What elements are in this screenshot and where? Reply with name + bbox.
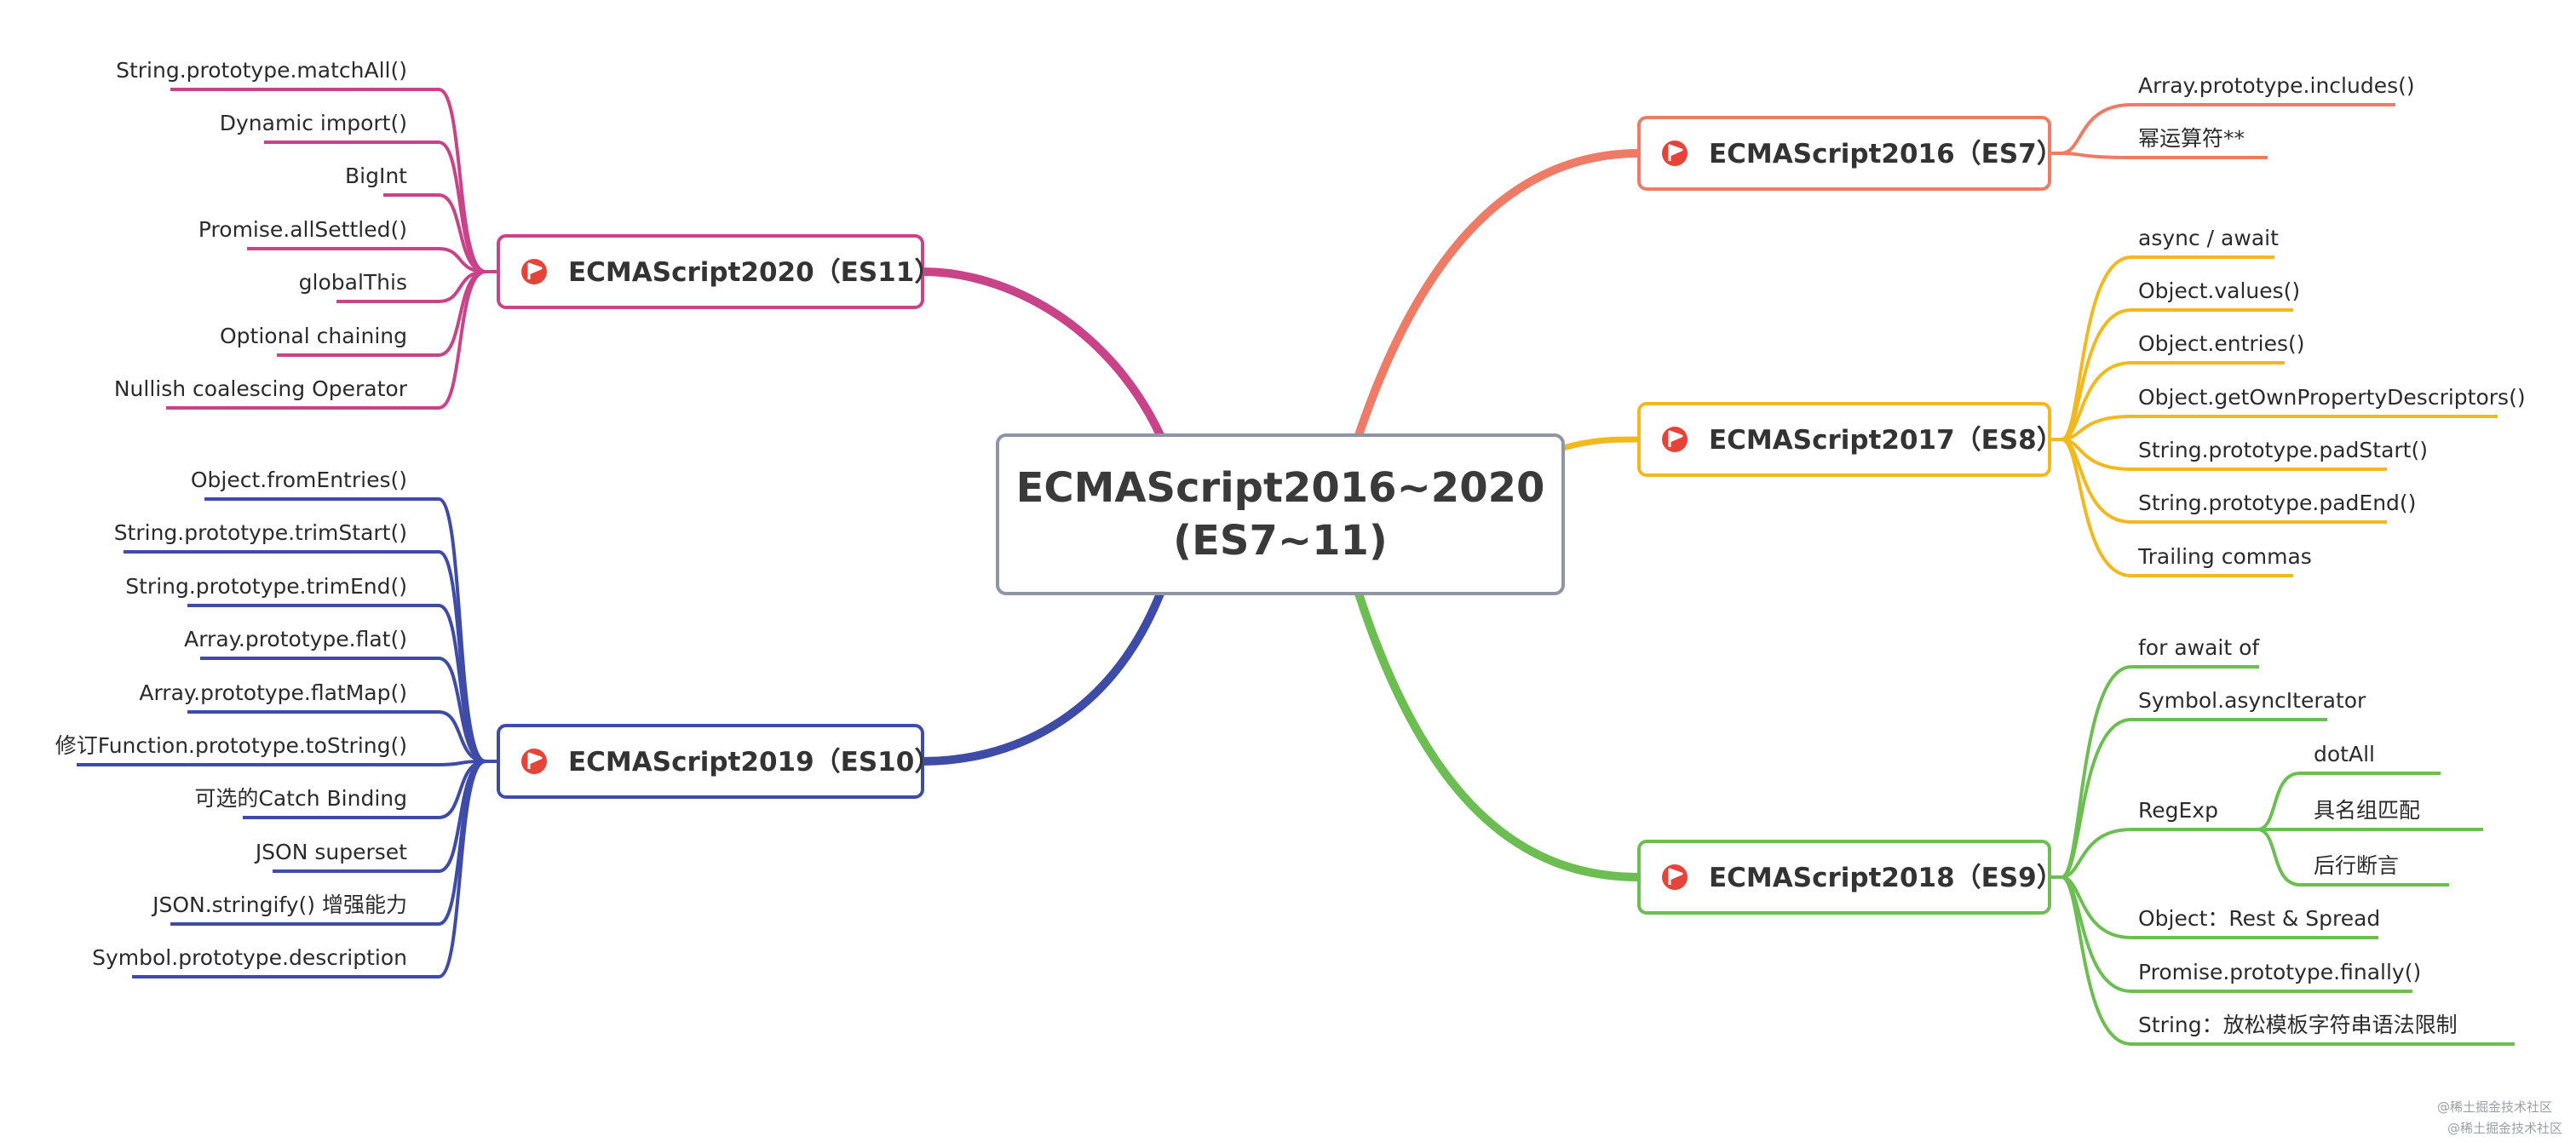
regexp-sub-item[interactable]: dotAll xyxy=(2314,742,2375,766)
branch-node-es11[interactable]: ECMAScript2020（ES11） xyxy=(497,234,940,309)
leaf-item-es11[interactable]: globalThis xyxy=(299,270,407,295)
leaf-item-es11[interactable]: String.prototype.matchAll() xyxy=(116,58,407,83)
leaf-item-es11[interactable]: Promise.allSettled() xyxy=(198,217,407,242)
leaf-item-es10[interactable]: 修订Function.prototype.toString() xyxy=(55,733,407,758)
leaf-item-es8[interactable]: async / await xyxy=(2138,226,2279,250)
watermark: @稀土掘金技术社区 @稀土掘金技术社区 xyxy=(2437,1099,2562,1136)
item-connector xyxy=(2050,415,2498,441)
leaf-item-es8[interactable]: Object.entries() xyxy=(2138,331,2305,356)
leaf-item-es10[interactable]: 可选的Catch Binding xyxy=(194,786,407,811)
regexp-sub-item[interactable]: 后行断言 xyxy=(2314,853,2399,878)
central-title-line1: ECMAScript2016~2020 xyxy=(1016,464,1545,512)
es9-trunk-connector xyxy=(1354,589,1643,881)
es8-trunk-connector xyxy=(1560,436,1642,451)
leaf-item-es8[interactable]: Object.getOwnPropertyDescriptors() xyxy=(2138,385,2526,410)
central-topic[interactable]: ECMAScript2016~2020 (ES7~11) xyxy=(996,433,1565,595)
branch-node-es10[interactable]: ECMAScript2019（ES10） xyxy=(497,724,940,799)
leaf-item-es10[interactable]: Object.fromEntries() xyxy=(191,468,407,492)
item-connector xyxy=(2050,718,2327,879)
item-connector xyxy=(2050,152,2268,159)
item-connector xyxy=(166,270,498,410)
flag-glyph xyxy=(1668,430,1683,447)
branch-nodes: ECMAScript2016（ES7） Array.prototype.inclu… xyxy=(55,58,2526,1037)
leaf-item-es10[interactable]: Symbol.prototype.description xyxy=(92,945,407,970)
sub-item-connector xyxy=(2242,828,2449,887)
leaf-item-es10[interactable]: JSON superset xyxy=(254,840,407,864)
flag-glyph xyxy=(1668,144,1683,161)
leaf-item-es10[interactable]: Array.prototype.flatMap() xyxy=(139,680,407,705)
branch-node-es8[interactable]: ECMAScript2017（ES8） xyxy=(1637,402,2063,477)
branch-label-es11: ECMAScript2020（ES11） xyxy=(568,257,940,288)
item-connector xyxy=(2050,308,2293,441)
branch-label-es7: ECMAScript2016（ES7） xyxy=(1709,139,2063,169)
leaf-item-es8[interactable]: String.prototype.padStart() xyxy=(2138,438,2428,462)
flag-glyph xyxy=(527,262,543,279)
item-connector xyxy=(77,760,498,766)
es7-trunk-connector xyxy=(1354,149,1643,439)
leaf-item-es9[interactable]: Object：Rest & Spread xyxy=(2138,906,2380,931)
item-connector xyxy=(132,760,498,978)
es10-trunk-connector xyxy=(918,589,1164,766)
leaf-item-es9[interactable]: Symbol.asyncIterator xyxy=(2138,688,2366,713)
central-title-line2: (ES7~11) xyxy=(1173,517,1388,565)
item-connector xyxy=(247,247,498,273)
leaf-item-es9[interactable]: RegExp xyxy=(2138,798,2218,823)
leaf-item-es11[interactable]: Optional chaining xyxy=(220,324,407,348)
connectors xyxy=(77,88,2515,1046)
branch-node-es9[interactable]: ECMAScript2018（ES9） xyxy=(1637,840,2063,915)
leaf-item-es8[interactable]: Object.values() xyxy=(2138,278,2300,303)
leaf-item-es11[interactable]: Dynamic import() xyxy=(220,111,407,135)
leaf-item-es7[interactable]: 幂运算符** xyxy=(2138,126,2245,151)
leaf-item-es11[interactable]: BigInt xyxy=(345,164,407,188)
branch-label-es8: ECMAScript2017（ES8） xyxy=(1709,425,2063,456)
branch-label-es9: ECMAScript2018（ES9） xyxy=(1709,863,2063,893)
leaf-item-es7[interactable]: Array.prototype.includes() xyxy=(2138,73,2415,98)
leaf-item-es10[interactable]: String.prototype.trimStart() xyxy=(114,520,407,545)
watermark-line1: @稀土掘金技术社区 xyxy=(2437,1099,2552,1115)
flag-glyph xyxy=(1668,868,1683,885)
leaf-item-es10[interactable]: Array.prototype.flat() xyxy=(184,627,407,651)
branch-label-es10: ECMAScript2019（ES10） xyxy=(568,747,940,778)
leaf-item-es10[interactable]: JSON.stringify() 增强能力 xyxy=(151,892,407,917)
item-connector xyxy=(2050,438,2293,577)
leaf-item-es9[interactable]: for await of xyxy=(2138,635,2260,660)
leaf-item-es8[interactable]: String.prototype.padEnd() xyxy=(2138,491,2416,515)
watermark-line2: @稀土掘金技术社区 xyxy=(2447,1121,2562,1136)
es11-trunk-connector xyxy=(918,267,1164,439)
leaf-item-es10[interactable]: String.prototype.trimEnd() xyxy=(125,574,407,599)
regexp-sub-item[interactable]: 具名组匹配 xyxy=(2314,798,2420,823)
leaf-item-es8[interactable]: Trailing commas xyxy=(2137,544,2312,569)
leaf-item-es9[interactable]: Promise.prototype.finally() xyxy=(2138,960,2421,984)
branch-node-es7[interactable]: ECMAScript2016（ES7） xyxy=(1637,116,2063,191)
item-connector xyxy=(2050,875,2515,1046)
flag-glyph xyxy=(527,752,543,769)
leaf-item-es9[interactable]: String：放松模板字符串语法限制 xyxy=(2138,1013,2458,1037)
leaf-item-es11[interactable]: Nullish coalescing Operator xyxy=(114,376,408,401)
